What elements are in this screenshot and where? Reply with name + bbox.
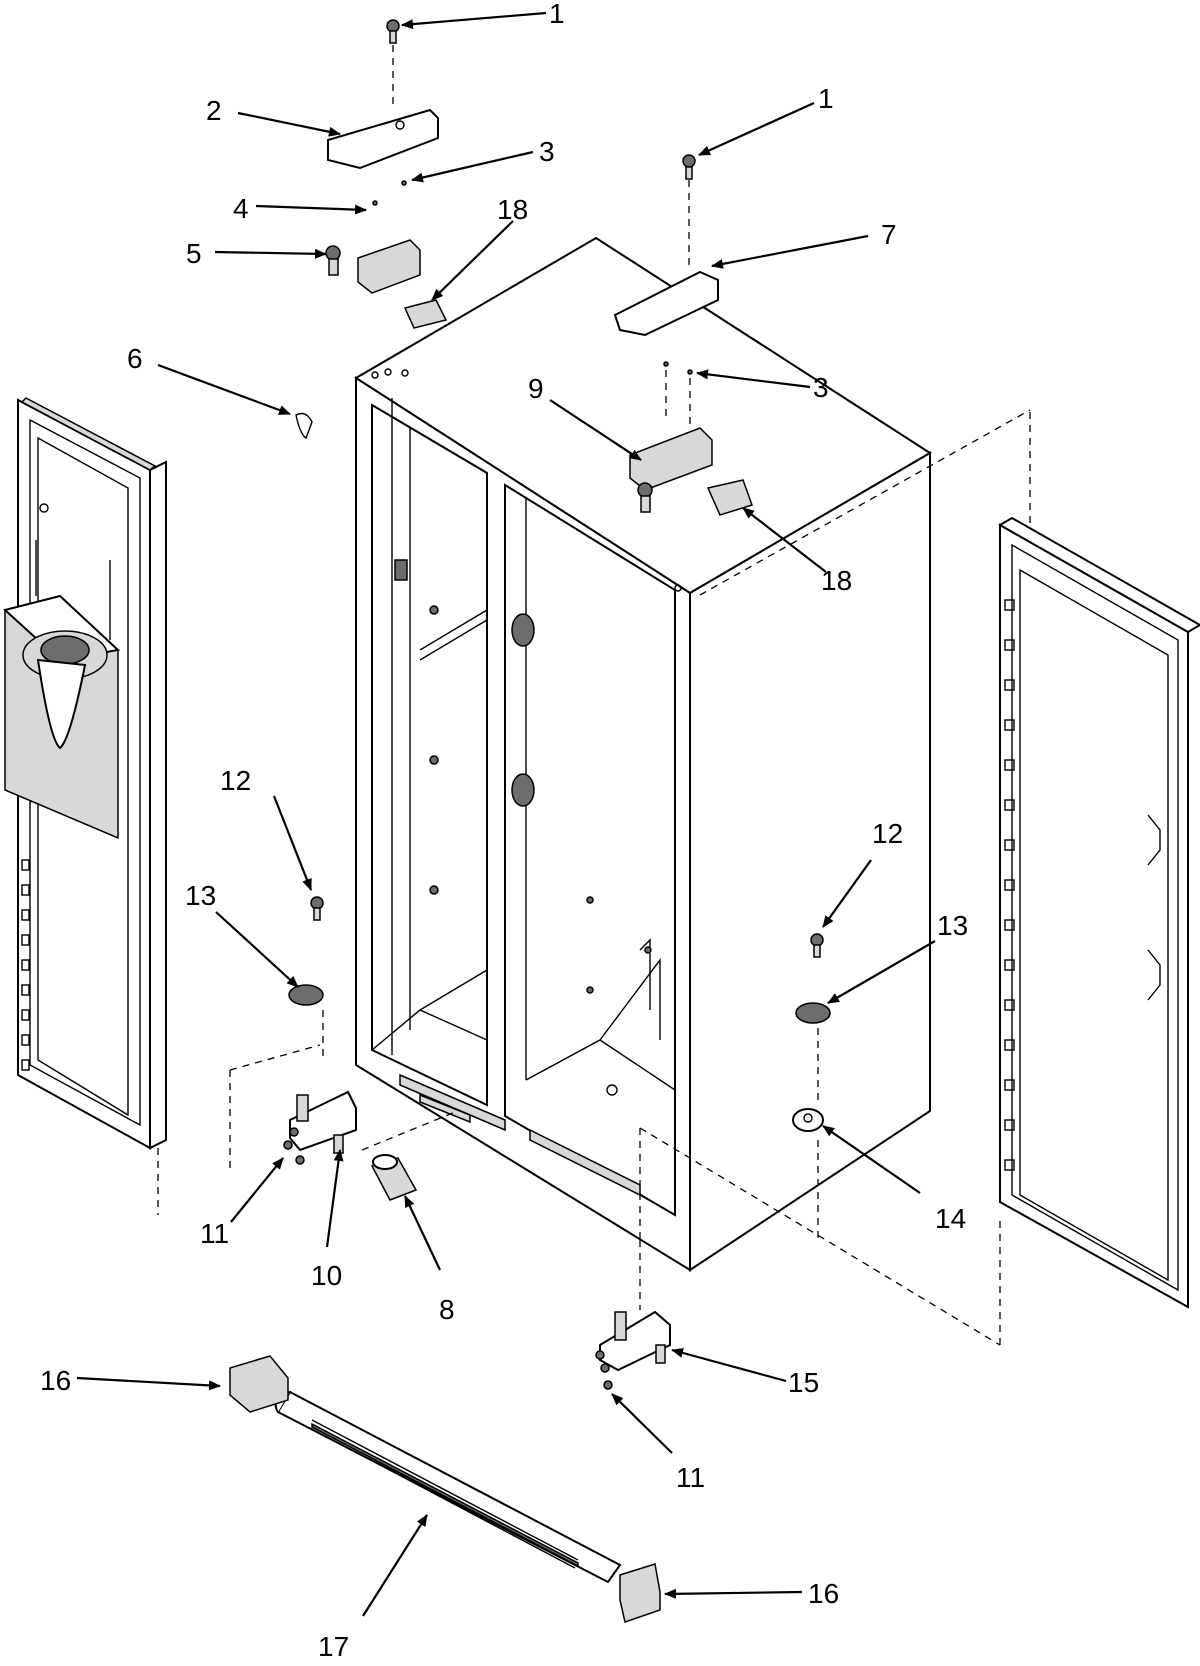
bottom-hinge-right [595, 1240, 671, 1390]
callout-label: 15 [788, 1367, 819, 1398]
callout-label: 17 [318, 1631, 349, 1661]
callout-label: 4 [233, 193, 249, 224]
top-hinge-left [325, 19, 448, 329]
callout-label: 18 [821, 565, 852, 596]
door-shelf-ribs [1004, 599, 1015, 1171]
callout-label: 1 [549, 0, 565, 29]
callout-label: 16 [40, 1365, 71, 1396]
callout-labels: 1 2 3 4 5 18 1 7 6 3 9 18 12 13 12 13 14… [40, 0, 968, 1662]
callout-label: 1 [818, 83, 834, 114]
callout-arrows [76, 11, 936, 1617]
callout-label: 7 [881, 219, 897, 250]
callout-label: 18 [497, 194, 528, 225]
top-hinge-right [613, 154, 753, 516]
freezer-door [2, 397, 167, 1215]
callout-label: 8 [439, 1294, 455, 1325]
callout-label: 9 [528, 373, 544, 404]
toe-grille [229, 1355, 661, 1623]
fresh-food-door [997, 412, 1200, 1309]
cabinet-leveling-leg [792, 933, 831, 1240]
callout-label: 11 [676, 1462, 705, 1493]
callout-label: 10 [311, 1260, 342, 1291]
callout-label: 12 [872, 818, 903, 849]
callout-label: 13 [937, 910, 968, 941]
callout-label: 2 [206, 95, 222, 126]
callout-label: 13 [185, 880, 216, 911]
bottom-hinge-left [229, 896, 357, 1170]
caster-roller [361, 1109, 461, 1201]
callout-label: 16 [808, 1578, 839, 1609]
callout-label: 14 [935, 1203, 966, 1234]
callout-label: 12 [220, 765, 251, 796]
refrigerator-cabinet [354, 236, 932, 1272]
callout-label: 5 [186, 238, 202, 269]
callout-label: 3 [813, 372, 829, 403]
door-bin-ribs [21, 859, 30, 1071]
callout-label: 11 [200, 1218, 229, 1249]
hinge-pin-clip [295, 412, 313, 440]
callout-label: 3 [539, 136, 555, 167]
callout-label: 6 [127, 343, 143, 374]
